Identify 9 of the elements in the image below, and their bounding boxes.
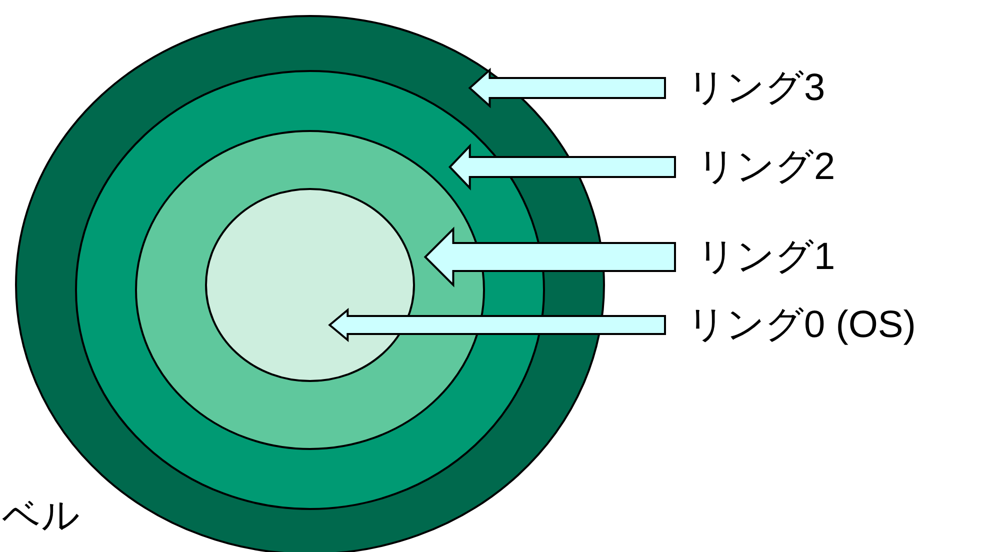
- block-arrow: [424, 226, 676, 288]
- ring-label: リング2: [697, 146, 836, 188]
- ring-label: リング3: [687, 67, 826, 109]
- block-arrow: [448, 144, 676, 190]
- ring-label: リング1: [697, 236, 836, 278]
- block-arrow: [328, 308, 666, 342]
- ring-label: リング0 (OS): [687, 304, 916, 346]
- block-arrow: [468, 68, 666, 108]
- caption-text: ベル: [2, 494, 80, 539]
